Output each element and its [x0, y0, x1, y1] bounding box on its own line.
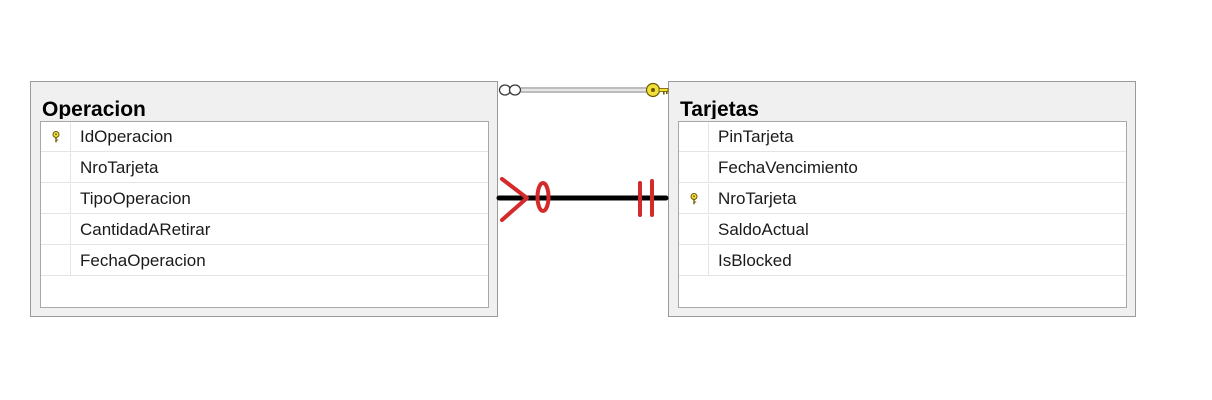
- row-selector[interactable]: [41, 122, 71, 152]
- row-selector[interactable]: [679, 153, 709, 183]
- row-selector[interactable]: [41, 215, 71, 245]
- row-selector[interactable]: [679, 246, 709, 276]
- column-name: TipoOperacion: [80, 189, 191, 208]
- crow-foot-mark: [500, 177, 529, 222]
- column-row[interactable]: NroTarjeta: [41, 153, 488, 183]
- column-name: CantidadARetirar: [80, 220, 211, 239]
- table-title-operacion: Operacion: [42, 98, 146, 119]
- column-row[interactable]: IdOperacion: [41, 122, 488, 152]
- table-title-tarjetas: Tarjetas: [680, 98, 759, 119]
- table-operacion[interactable]: Operacion IdOperacion NroTarjeta TipoOpe…: [30, 81, 498, 317]
- column-row[interactable]: FechaVencimiento: [679, 153, 1126, 183]
- column-row[interactable]: PinTarjeta: [679, 122, 1126, 152]
- column-name: NroTarjeta: [80, 158, 159, 177]
- column-grid-operacion: IdOperacion NroTarjeta TipoOperacion Can…: [40, 121, 489, 308]
- column-row[interactable]: CantidadARetirar: [41, 215, 488, 245]
- primary-key-icon: [52, 131, 59, 143]
- relationship-line[interactable]: [521, 87, 646, 93]
- column-row[interactable]: TipoOperacion: [41, 184, 488, 214]
- column-grid-tarjetas: PinTarjeta FechaVencimiento NroTarjeta S…: [678, 121, 1127, 308]
- column-name: SaldoActual: [718, 220, 809, 239]
- row-selector[interactable]: [41, 153, 71, 183]
- key-icon: [645, 82, 669, 98]
- zero-mark: [535, 181, 551, 213]
- column-row[interactable]: IsBlocked: [679, 246, 1126, 276]
- row-selector[interactable]: [679, 184, 709, 214]
- column-name: FechaVencimiento: [718, 158, 858, 177]
- column-name: PinTarjeta: [718, 127, 794, 146]
- primary-key-icon: [690, 193, 697, 205]
- row-selector[interactable]: [679, 215, 709, 245]
- row-selector[interactable]: [41, 184, 71, 214]
- column-row[interactable]: FechaOperacion: [41, 246, 488, 276]
- column-row[interactable]: SaldoActual: [679, 215, 1126, 245]
- column-name: NroTarjeta: [718, 189, 797, 208]
- column-name: FechaOperacion: [80, 251, 206, 270]
- row-selector[interactable]: [41, 246, 71, 276]
- table-tarjetas[interactable]: Tarjetas PinTarjeta FechaVencimiento Nro…: [668, 81, 1136, 317]
- column-row[interactable]: NroTarjeta: [679, 184, 1126, 214]
- column-name: IdOperacion: [80, 127, 173, 146]
- infinity-icon: [498, 84, 522, 96]
- column-name: IsBlocked: [718, 251, 792, 270]
- row-selector[interactable]: [679, 122, 709, 152]
